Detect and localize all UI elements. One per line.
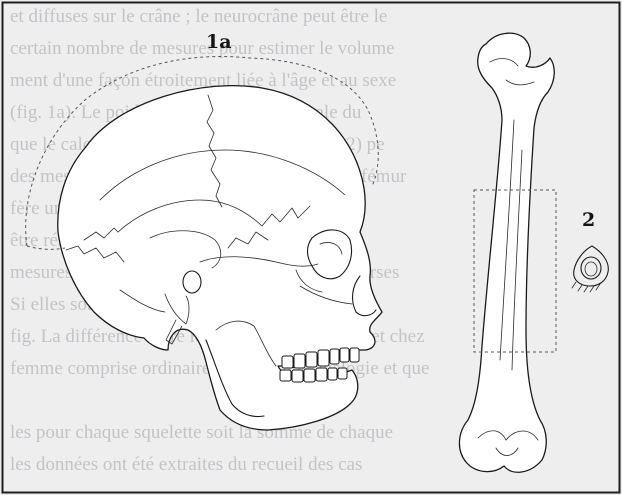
tooth (328, 368, 337, 380)
cross-section-hatch (572, 282, 600, 292)
tooth (338, 368, 347, 379)
tooth (350, 348, 359, 362)
tooth (316, 368, 327, 381)
tooth (294, 354, 305, 368)
cross-section-label: 2 (582, 209, 595, 231)
background-text-line: les pour chaque squelette soit la somme … (10, 422, 393, 443)
tooth (292, 370, 303, 382)
tooth (330, 349, 339, 364)
skull-label: 1a (206, 31, 232, 53)
tooth (306, 352, 317, 367)
background-text-line: les données ont été extraites du recueil… (10, 454, 362, 475)
cross-section-illustration: 2 (572, 209, 608, 292)
background-text-line: et diffuses sur le crâne ; le neurocrâne… (10, 6, 387, 27)
cross-section-outer (574, 246, 609, 286)
tooth (318, 350, 329, 366)
tooth (282, 356, 293, 368)
tooth (304, 369, 315, 382)
cross-section-medulla (585, 262, 597, 276)
tooth (340, 348, 349, 362)
femur-outline (459, 33, 554, 472)
background-text-line: certain nombre de mesures pour estimer l… (10, 38, 395, 59)
femur-illustration (459, 33, 556, 472)
tooth (280, 370, 291, 381)
